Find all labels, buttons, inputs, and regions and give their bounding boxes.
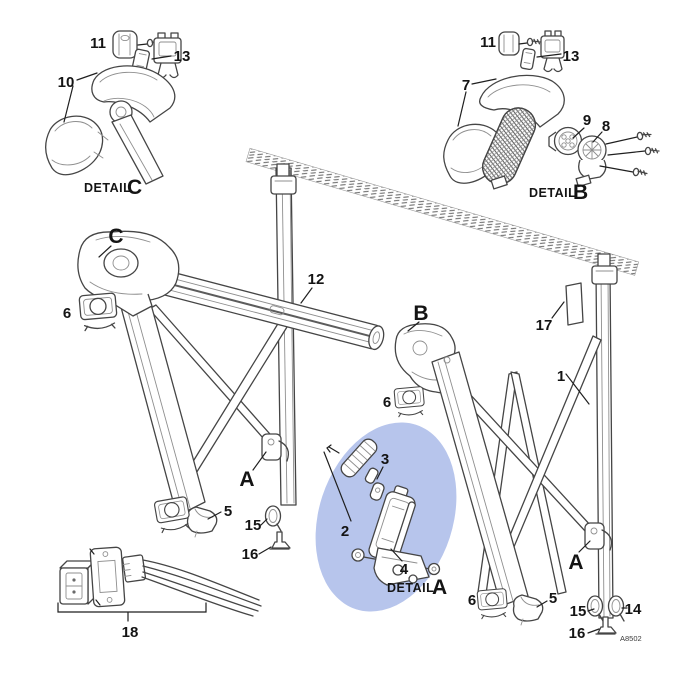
right-front-arm [431, 351, 529, 607]
detail-b-view: 11 13 7 9 8 DETAIL B [443, 30, 660, 204]
leader-a-left [252, 451, 267, 471]
part-label-4: 4 [400, 561, 409, 578]
foot-part-5-left [186, 506, 218, 538]
leader-12 [300, 287, 313, 304]
leader-b [407, 321, 420, 332]
leader-16-left [258, 546, 272, 555]
leader-7 [457, 78, 497, 127]
part-label-1: 1 [557, 368, 565, 385]
awning-rail [245, 147, 640, 276]
drawing-code: A8502 [620, 634, 642, 643]
leader-5-right [536, 600, 548, 608]
part-label-16a: 16 [242, 546, 259, 563]
leader-17 [551, 301, 565, 319]
leader-13-b [536, 53, 562, 58]
leader-16-right [587, 628, 600, 634]
part-label-13b: 13 [563, 48, 580, 65]
ring-part-15-right [586, 595, 604, 622]
roller-foot-part-4 [351, 547, 441, 586]
cover-shells-part-10 [45, 65, 176, 185]
switch-plate [89, 546, 126, 608]
link-part-3 [364, 467, 385, 501]
wires [141, 559, 262, 617]
clip-part-13-b [520, 30, 565, 73]
part-label-6a: 6 [63, 305, 71, 322]
part-label-15b: 15 [570, 603, 587, 620]
foot-part-5-right [512, 594, 544, 626]
motor-plate-part-8 [575, 130, 660, 188]
part-label-13: 13 [174, 48, 191, 65]
detail-c-view: 11 13 10 DETAIL C [45, 30, 191, 199]
part-label-11b: 11 [480, 34, 496, 51]
detail-a-caption: DETAIL [387, 581, 434, 595]
part-label-2: 2 [341, 523, 349, 540]
end-cap-part-9 [548, 126, 583, 156]
left-rail [270, 163, 297, 506]
part-label-7: 7 [462, 77, 470, 94]
mesh-gear-stack [481, 107, 537, 185]
leader-11-c [137, 43, 148, 46]
detail-a-view: 3 2 4 DETAIL A [315, 422, 457, 612]
switch-harness-18: 18 [57, 546, 262, 641]
spring-part [340, 438, 378, 478]
frame-letter-c: C [108, 225, 123, 248]
part-label-16b: 16 [569, 625, 586, 642]
right-rail [591, 253, 618, 629]
leader-15-right [587, 608, 595, 612]
wire-connector [122, 554, 147, 583]
leader-c [98, 245, 112, 258]
frame-letter-a-right: A [568, 551, 583, 574]
detail-b-caption: DETAIL [529, 186, 576, 200]
detail-c-letter: C [127, 176, 142, 199]
part-label-5b: 5 [549, 590, 557, 607]
frame-letter-a-left: A [239, 468, 254, 491]
part-label-10: 10 [58, 74, 75, 91]
leader-3 [376, 466, 384, 480]
part-label-11: 11 [90, 35, 106, 52]
leader-a-right [578, 540, 591, 553]
leader-5-left [207, 511, 222, 520]
part-label-12: 12 [308, 271, 325, 288]
leader-2 [323, 451, 352, 522]
detail-c-caption: DETAIL [84, 181, 131, 195]
detail-b-letter: B [573, 181, 588, 204]
part-label-9: 9 [583, 112, 591, 129]
bracket-part-6-upper-left [78, 292, 119, 332]
bracket-part-6-center [393, 385, 426, 418]
detail-a-letter: A [432, 576, 447, 599]
bracket-part-6-lower-left [153, 495, 192, 534]
leader-13-c [151, 55, 172, 60]
frame-letter-b: B [413, 302, 428, 325]
screw-icon-detail-a [326, 444, 340, 454]
leader-15-left [260, 518, 268, 526]
knob-part-11-c [112, 30, 138, 59]
plate-screws [89, 548, 101, 606]
leader-4 [390, 548, 403, 562]
part-label-6c: 6 [468, 592, 476, 609]
part-label-18: 18 [122, 624, 139, 641]
part-label-3: 3 [381, 451, 389, 468]
leader-10 [63, 72, 98, 123]
leader-11-b [518, 42, 528, 45]
leader-1 [565, 373, 590, 405]
knob-part-11-b [498, 31, 520, 56]
strip-part-17 [565, 282, 584, 326]
part-label-8: 8 [602, 118, 610, 135]
leader-9 [572, 127, 585, 139]
part-label-6b: 6 [383, 394, 391, 411]
part-label-17: 17 [536, 317, 553, 334]
part-label-5a: 5 [224, 503, 232, 520]
bracket-part-6-lower-right [476, 587, 509, 620]
cover-shells-part-7 [443, 74, 565, 190]
screw-icon [526, 37, 542, 47]
part-label-15a: 15 [245, 517, 262, 534]
part-label-14: 14 [625, 601, 642, 618]
brace-18 [57, 602, 207, 622]
leader-8 [592, 131, 603, 143]
ratchet-body-part-2 [368, 485, 416, 563]
bracket-part-16-left [269, 531, 291, 550]
ring-part-15-left [264, 505, 282, 532]
main-assembly: C 6 12 B 17 1 6 A 5 15 16 A 6 5 15 14 16… [63, 147, 642, 643]
bracket-part-16-right [595, 616, 617, 635]
